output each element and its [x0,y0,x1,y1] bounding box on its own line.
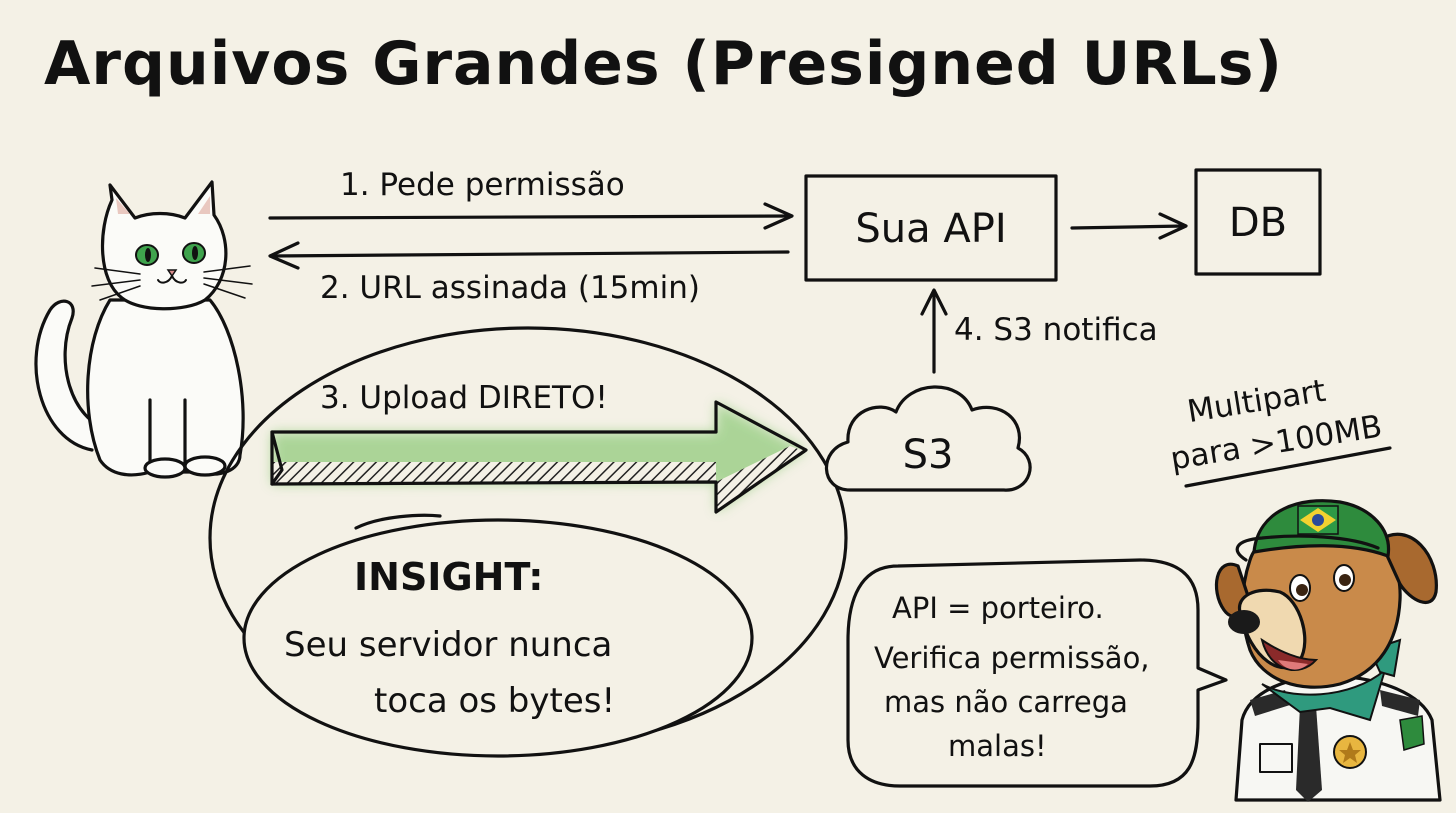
speech-line4: malas! [948,729,1047,763]
step4-label: 4. S3 notifica [954,312,1158,348]
db-label: DB [1229,200,1287,246]
speech-line1: API = porteiro. [892,591,1104,625]
db-node: DB [1194,168,1322,276]
step1-label: 1. Pede permissão [340,167,625,203]
insight-line1: Seu servidor nunca [284,625,612,665]
speech-line2: Verifica permissão, [874,641,1150,675]
api-label: Sua API [855,206,1006,252]
multipart-note: Multipart para >100MB [1168,373,1384,478]
arrow-s3-notify [920,288,948,374]
cat-character [34,180,253,479]
brazil-flag-icon [1297,505,1339,535]
dog-guard-character [1214,499,1442,802]
speech-line3: mas não carrega [884,685,1128,719]
step2-label: 2. URL assinada (15min) [320,270,700,306]
speech-bubble: API = porteiro. Verifica permissão, mas … [846,558,1228,788]
insight-heading: INSIGHT: [354,555,543,599]
page-title: Arquivos Grandes (Presigned URLs) [44,29,1283,99]
arrow-request-permission [268,202,794,230]
note-underline [1184,446,1392,488]
s3-cloud-icon: S3 [824,385,1032,492]
insight-line2: toca os bytes! [374,681,615,721]
step3-label: 3. Upload DIRETO! [320,380,608,416]
insight-bubble: INSIGHT: Seu servidor nunca toca os byte… [242,513,754,758]
arrow-api-to-db [1070,212,1188,240]
upload-direct-arrow [270,400,808,514]
s3-label: S3 [903,432,954,478]
arrow-signed-url [268,241,790,270]
api-node: Sua API [804,174,1058,282]
